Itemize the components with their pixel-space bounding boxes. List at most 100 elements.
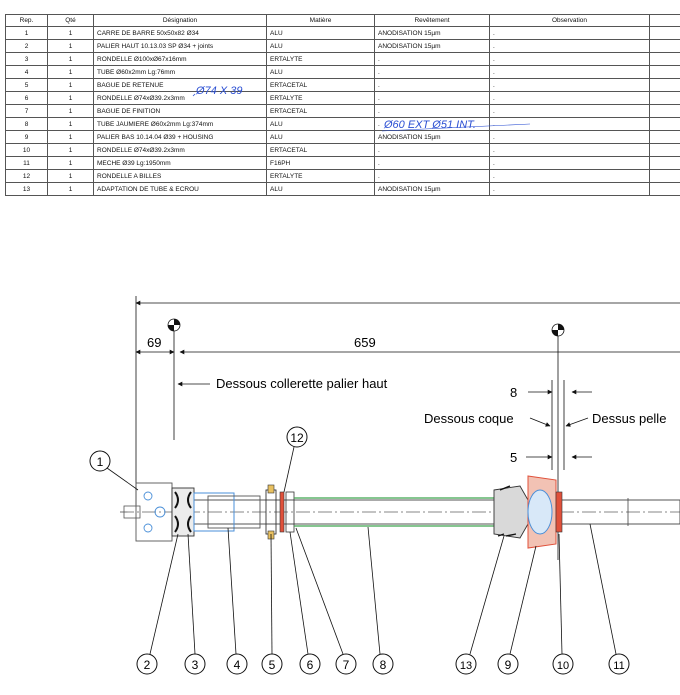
cell-rep: 10 <box>5 143 48 157</box>
cell-extra <box>649 65 680 79</box>
cell-extra <box>649 156 680 170</box>
cell-qte: 1 <box>47 182 94 196</box>
cell-extra <box>649 26 680 40</box>
cell-rep: 1 <box>5 26 48 40</box>
dim-659-text: 659 <box>354 335 376 350</box>
header-observation: Observation <box>489 14 650 27</box>
cell-rep: 13 <box>5 182 48 196</box>
balloon-1: 1 <box>89 450 139 491</box>
balloon-6: 6 <box>289 531 321 675</box>
cell-observation: . <box>489 91 650 105</box>
cell-qte: 1 <box>47 39 94 53</box>
header-revetement: Revêtement <box>374 14 490 27</box>
cell-observation: . <box>489 130 650 144</box>
cell-revetement: ANODISATION 15µm <box>374 182 490 196</box>
adapter-part-13 <box>493 485 529 539</box>
datum-symbol-right <box>551 323 565 337</box>
header-extra <box>649 14 680 27</box>
balloon-8: 8 <box>367 526 394 675</box>
dim-5-text: 5 <box>510 450 517 465</box>
cell-designation: PALIER BAS 10.14.04 Ø39 + HOUSING <box>93 130 267 144</box>
cell-extra <box>649 78 680 92</box>
cell-qte: 1 <box>47 104 94 118</box>
cell-matiere: ERTACETAL <box>266 143 375 157</box>
cell-designation: BAGUE DE RETENUE <box>93 78 267 92</box>
cell-matiere: ERTALYTE <box>266 91 375 105</box>
cell-observation: . <box>489 143 650 157</box>
block-part-1 <box>135 482 173 542</box>
cell-matiere: ERTACETAL <box>266 104 375 118</box>
cell-designation: ADAPTATION DE TUBE & ECROU <box>93 182 267 196</box>
svg-text:8: 8 <box>380 658 387 672</box>
table-header-row: Rep. Qté Désignation Matière Revêtement … <box>5 14 680 27</box>
cell-observation: . <box>489 156 650 170</box>
cell-designation: RONDELLE Ø74xØ39.2x3mm <box>93 143 267 157</box>
cell-rep: 3 <box>5 52 48 66</box>
balloon-10: 10 <box>552 533 574 675</box>
cell-extra <box>649 117 680 131</box>
cell-matiere: ALU <box>266 182 375 196</box>
cell-matiere: ERTACETAL <box>266 78 375 92</box>
svg-text:1: 1 <box>97 455 104 469</box>
cell-revetement: . <box>374 117 490 131</box>
cell-designation: RONDELLE Ø100xØ67x16mm <box>93 52 267 66</box>
cell-matiere: ALU <box>266 130 375 144</box>
cell-observation: . <box>489 182 650 196</box>
balloon-13: 13 <box>455 535 505 675</box>
balloon-12: 12 <box>283 426 308 493</box>
cell-extra <box>649 104 680 118</box>
balloon-2: 2 <box>136 533 179 675</box>
cell-rep: 5 <box>5 78 48 92</box>
balloon-7: 7 <box>295 527 357 675</box>
cell-observation: . <box>489 104 650 118</box>
cell-revetement: . <box>374 78 490 92</box>
svg-text:12: 12 <box>290 431 304 445</box>
shaft-part-11 <box>189 499 680 525</box>
header-rep: Rep. <box>5 14 48 27</box>
cell-qte: 1 <box>47 169 94 183</box>
cell-revetement: ANODISATION 15µm <box>374 26 490 40</box>
cell-qte: 1 <box>47 78 94 92</box>
bearing-part-9 <box>527 475 557 549</box>
balloon-5: 5 <box>261 533 283 675</box>
svg-text:10: 10 <box>557 660 569 672</box>
cell-matiere: ALU <box>266 117 375 131</box>
cell-rep: 9 <box>5 130 48 144</box>
balloon-4: 4 <box>226 527 248 675</box>
cell-matiere: ALU <box>266 39 375 53</box>
cell-revetement: . <box>374 91 490 105</box>
cell-extra <box>649 182 680 196</box>
cell-revetement: . <box>374 156 490 170</box>
cell-qte: 1 <box>47 65 94 79</box>
cell-designation: PALIER HAUT 10.13.03 SP Ø34 + joints <box>93 39 267 53</box>
cell-extra <box>649 39 680 53</box>
cell-observation: . <box>489 78 650 92</box>
cell-extra <box>649 169 680 183</box>
svg-text:11: 11 <box>613 660 624 672</box>
cell-designation: TUBE JAUMIERE Ø60x2mm Lg:374mm <box>93 117 267 131</box>
bearing-part-2 <box>171 487 195 537</box>
header-matiere: Matière <box>266 14 375 27</box>
label-collerette: Dessous collerette palier haut <box>216 376 388 391</box>
balloon-3: 3 <box>184 533 206 675</box>
cell-rep: 7 <box>5 104 48 118</box>
dim-8-text: 8 <box>510 385 517 400</box>
cell-matiere: F16PH <box>266 156 375 170</box>
cell-rep: 12 <box>5 169 48 183</box>
datum-symbol-left <box>167 318 181 332</box>
svg-text:3: 3 <box>192 658 199 672</box>
svg-text:5: 5 <box>269 658 276 672</box>
svg-text:6: 6 <box>307 658 314 672</box>
cell-revetement: . <box>374 65 490 79</box>
cell-rep: 8 <box>5 117 48 131</box>
cell-revetement: ANODISATION 15µm <box>374 130 490 144</box>
cell-rep: 2 <box>5 39 48 53</box>
